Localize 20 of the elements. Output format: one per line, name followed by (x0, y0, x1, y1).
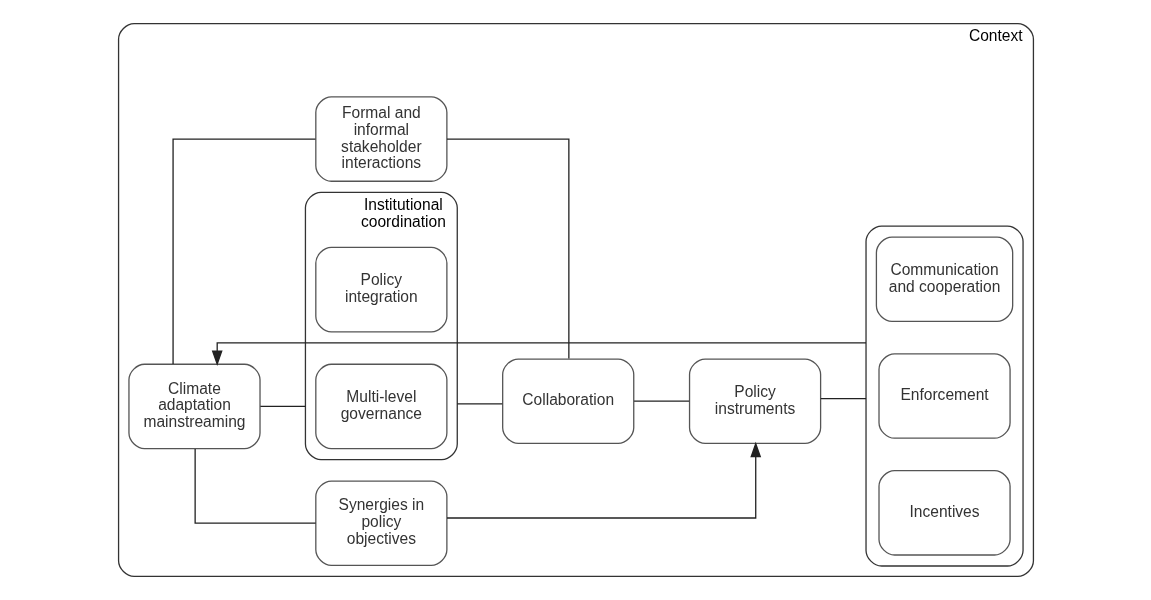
cluster (864, 225, 1024, 567)
node-box: Climate adaptation mainstreaming (127, 363, 261, 450)
node-box: Enforcement (877, 353, 1011, 439)
node-box: Communication and cooperation (875, 236, 1013, 323)
connector (259, 405, 306, 408)
node-box: Incentives (877, 470, 1011, 556)
connector (819, 397, 867, 400)
connector (456, 403, 503, 405)
connector (171, 138, 316, 365)
connector (194, 448, 316, 524)
node-box: Multi-level governance (314, 363, 448, 450)
node-box: Collaboration (501, 358, 634, 445)
node-box: Policy integration (314, 246, 448, 333)
connector (445, 138, 569, 360)
arrow (211, 342, 867, 366)
connector (632, 400, 690, 402)
node-box: Formal and informal stakeholder interactions (314, 96, 448, 182)
node-box: Policy instruments (688, 358, 821, 445)
arrow (445, 441, 761, 519)
node-box: Synergies in policy objectives (314, 480, 448, 566)
